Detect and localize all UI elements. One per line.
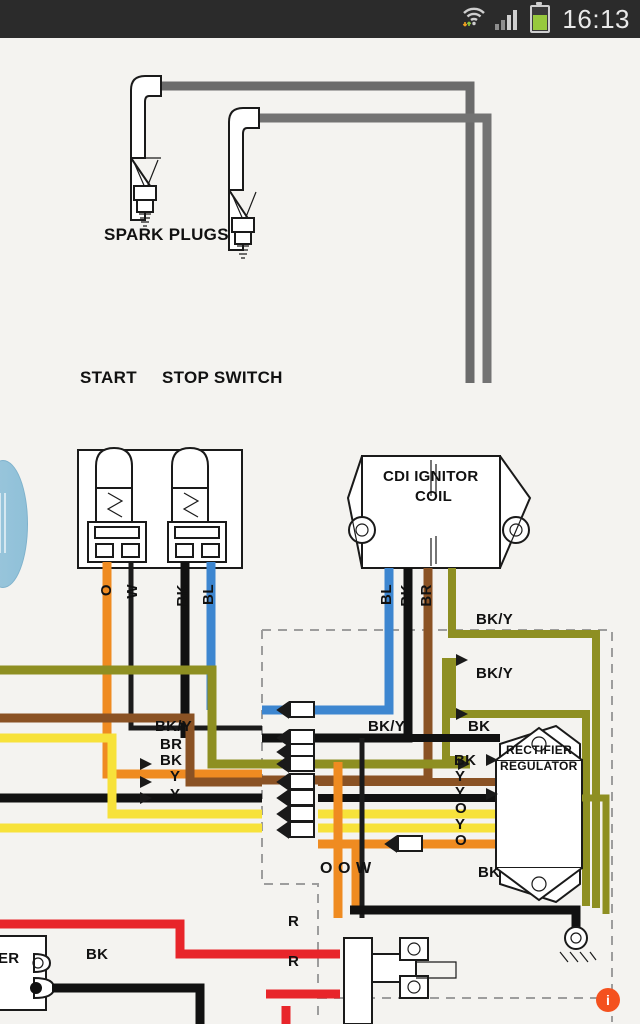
wire-label-cdi-br: BR <box>418 584 435 607</box>
wire-label-harness-y1: Y <box>170 768 181 785</box>
wire-label-rect-o: O <box>455 800 467 817</box>
wire-label-switch-o: O <box>98 584 115 597</box>
wifi-icon <box>462 6 486 33</box>
battery-icon <box>530 2 551 33</box>
wire-label-switch-bl: BL <box>200 584 217 605</box>
wire-label-rect-bk2: BK <box>454 752 477 769</box>
wiring-diagram-image: .w{fill:none;stroke-linecap:butt;} .ol{f… <box>0 38 640 1024</box>
battery-label: ER <box>0 950 20 967</box>
spark-plugs-label: SPARK PLUGS <box>104 225 229 244</box>
wire-label-ground-bk: BK <box>478 864 501 881</box>
wire-label-mid-bky: BK/Y <box>368 718 406 735</box>
wire-label-rect-bk1: BK <box>468 718 491 735</box>
wire-label-right-o: O <box>455 832 467 849</box>
wire-label-rect-y2: Y <box>455 784 466 801</box>
wire-label-cdi-bl: BL <box>378 584 395 605</box>
wire-label-harness-bk: BK <box>160 752 183 769</box>
cdi-coil-label-line1: CDI IGNITOR <box>383 468 479 485</box>
wire-label-conn-o2: O <box>338 860 351 877</box>
stop-switch-label: STOP SWITCH <box>162 368 283 387</box>
wire-label-bky-upper: BK/Y <box>476 611 514 628</box>
wire-label-starter-r2: R <box>288 953 300 970</box>
wire-label-harness-br: BR <box>160 736 183 753</box>
start-switch-label: START <box>80 368 137 387</box>
status-bar: 16:13 <box>0 0 640 38</box>
wire-label-harness-bky: BK/Y <box>155 718 193 735</box>
wire-label-harness-y2: Y <box>170 786 181 803</box>
status-bar-clock: 16:13 <box>562 3 630 34</box>
rectifier-label-line1: RECTIFIER <box>506 743 573 757</box>
rectifier-label-line2: REGULATOR <box>500 759 578 773</box>
signal-icon <box>495 8 521 30</box>
wiring-diagram-svg: .w{fill:none;stroke-linecap:butt;} .ol{f… <box>0 75 613 1024</box>
notification-badge-icon[interactable]: i <box>596 988 620 1012</box>
wire-label-switch-w: W <box>124 584 141 599</box>
wire-label-rect-y1: Y <box>455 768 466 785</box>
wire-label-bky-lower: BK/Y <box>476 665 514 682</box>
wire-label-right-y: Y <box>455 816 466 833</box>
cdi-coil-label-line2: COIL <box>415 488 453 505</box>
wire-label-conn-w: W <box>356 860 372 877</box>
wire-label-conn-o1: O <box>320 860 333 877</box>
wire-label-battery-bk: BK <box>86 946 109 963</box>
wire-label-starter-r1: R <box>288 913 300 930</box>
wire-label-cdi-bk: BK <box>398 584 415 607</box>
wire-label-switch-bk: BK <box>174 584 191 607</box>
